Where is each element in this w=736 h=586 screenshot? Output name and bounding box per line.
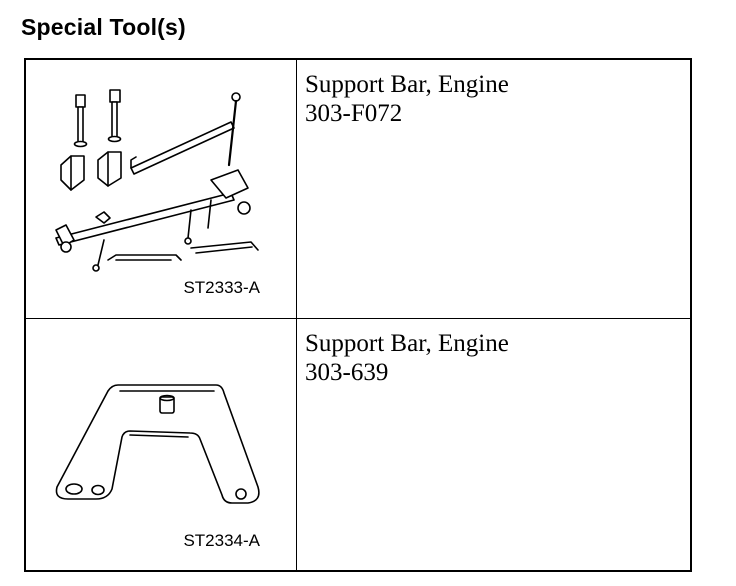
engine-support-bracket-plate-icon [55, 384, 260, 504]
tool-part-number: 303-639 [305, 359, 389, 386]
illustration-caption: ST2334-A [183, 531, 260, 550]
table-row: ST2333-A Support Bar, Engine 303-F072 [26, 60, 690, 319]
tool-name: Support Bar, Engine [305, 330, 509, 357]
tool-part-number: 303-F072 [305, 100, 403, 127]
tool-illustration-cell: ST2333-A [26, 60, 297, 318]
special-tools-table: ST2333-A Support Bar, Engine 303-F072 [24, 58, 692, 572]
tool-illustration-cell: ST2334-A [26, 319, 297, 570]
illustration-caption: ST2333-A [183, 278, 260, 297]
page-title: Special Tool(s) [21, 14, 186, 40]
tool-name: Support Bar, Engine [305, 71, 509, 98]
table-row: ST2334-A Support Bar, Engine 303-639 [26, 319, 690, 570]
tool-description-cell: Support Bar, Engine 303-F072 [297, 60, 690, 318]
tool-description-cell: Support Bar, Engine 303-639 [297, 319, 690, 570]
engine-support-bar-assembly-icon [55, 89, 259, 272]
